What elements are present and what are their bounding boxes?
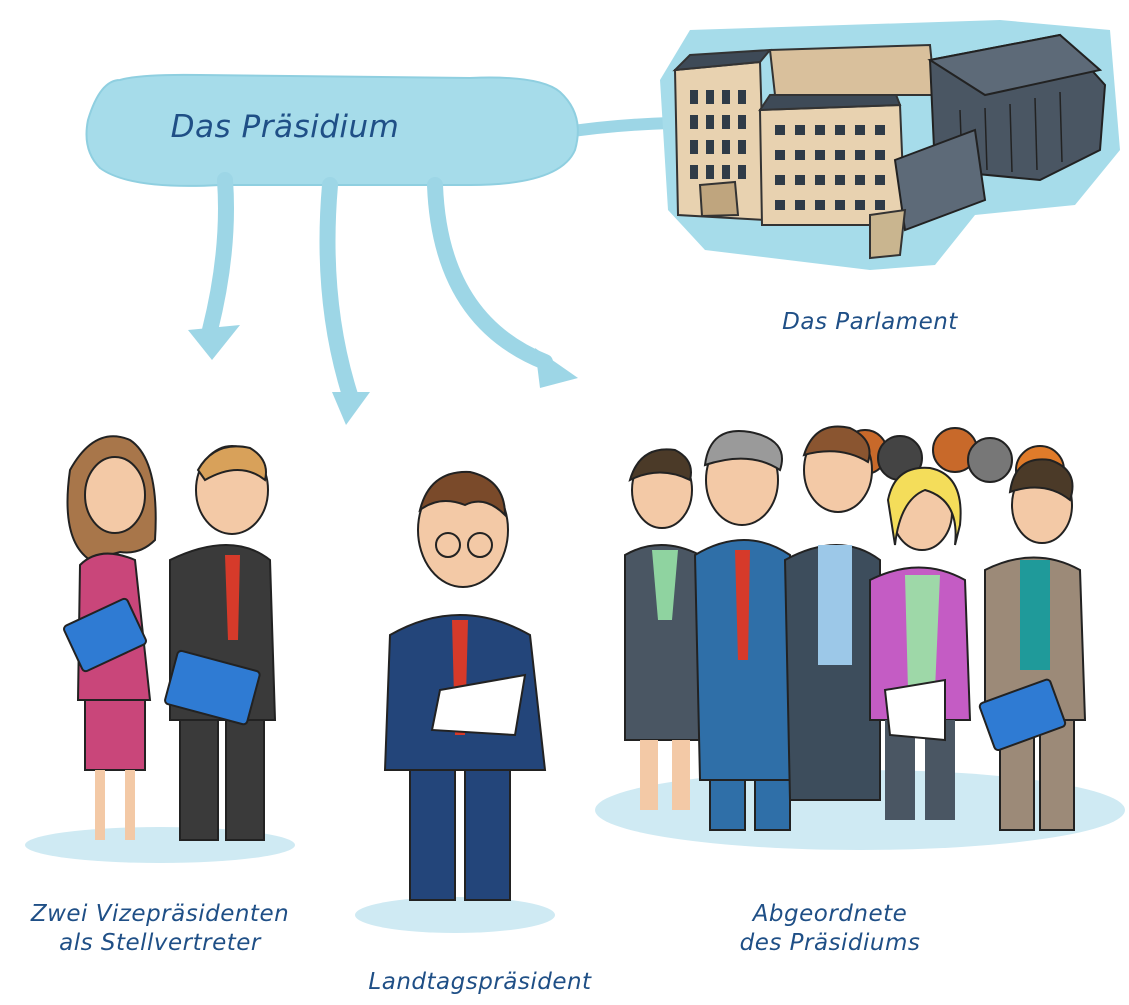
arrow-to-vize — [202, 172, 234, 338]
abgeordnete-label: Abgeordnete des Präsidiums — [680, 900, 980, 958]
arrow-to-abgeordnete — [427, 177, 553, 370]
vize-label: Zwei Vizepräsidenten als Stellvertreter — [0, 900, 320, 958]
abgeordnete-label-line2: des Präsidiums — [739, 929, 921, 956]
arrowhead-vize — [188, 325, 240, 360]
abgeordnete-group-figures — [624, 425, 1087, 831]
arrow-to-landtag — [319, 177, 358, 403]
parliament-label: Das Parlament — [782, 309, 958, 335]
abgeordnete-label-line1: Abgeordnete — [752, 901, 908, 927]
vize-label-line2: als Stellvertreter — [59, 929, 261, 956]
vizepraesidentin-figure — [63, 435, 157, 840]
vizepraesident-figure — [164, 445, 277, 841]
arrowhead-landtag — [332, 392, 370, 425]
praesidium-bubble — [85, 73, 579, 187]
praesidium-title: Das Präsidium — [170, 109, 400, 145]
arrowhead-abgeordnete — [535, 348, 578, 388]
landtagspraesident-figure — [383, 470, 547, 901]
landtag-ground-shadow — [355, 897, 555, 933]
parliament-building-illustration — [660, 20, 1120, 270]
vize-label-line1: Zwei Vizepräsidenten — [30, 901, 290, 927]
landtag-label: Landtagspräsident — [368, 969, 592, 995]
